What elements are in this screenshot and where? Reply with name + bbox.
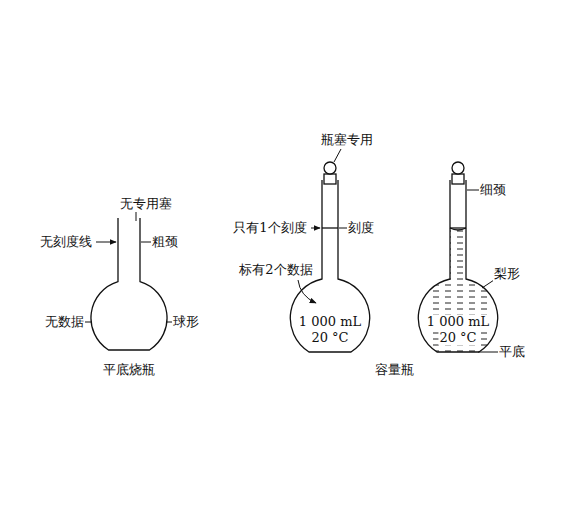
part-label: 无数据	[44, 315, 85, 330]
leader-arrow	[298, 280, 316, 303]
part-label: 球形	[172, 315, 200, 330]
part-label: 无专用塞	[119, 197, 173, 212]
part-label: 瓶塞专用	[320, 133, 374, 148]
leader-arrow	[96, 242, 116, 243]
stopper-knob	[452, 162, 464, 174]
graduation-mark	[450, 227, 466, 228]
volumetric-flask	[418, 180, 497, 352]
part-label: 平底	[498, 345, 526, 360]
leader-line	[467, 190, 479, 191]
stopper-plug	[452, 174, 464, 184]
figure-caption: 平底烧瓶	[102, 363, 156, 378]
part-label: 细颈	[479, 183, 507, 198]
leader-arrow	[311, 228, 320, 229]
figure-caption: 容量瓶	[374, 363, 415, 378]
part-label: 只有1个刻度	[232, 221, 307, 236]
leader-line	[85, 322, 92, 323]
leader-line	[136, 212, 137, 221]
graduation-mark	[322, 227, 338, 228]
stopper-knob	[324, 162, 336, 174]
leader-line	[334, 149, 341, 162]
part-label: 无刻度线	[39, 235, 93, 250]
flask-marking: 20 °C	[438, 331, 477, 346]
leader-line	[339, 228, 347, 229]
part-label: 刻度	[347, 221, 375, 236]
part-label: 标有2个数据	[238, 263, 313, 278]
part-label: 梨形	[493, 267, 521, 282]
flask-marking: 1 000 mL	[426, 315, 490, 330]
flask-marking: 20 °C	[310, 331, 349, 346]
meniscus	[450, 228, 466, 230]
leader-lines	[85, 149, 498, 352]
liquid	[430, 228, 490, 354]
part-label: 粗颈	[151, 235, 179, 250]
stopper-plug	[324, 174, 336, 184]
leader-line	[141, 242, 151, 243]
leader-line	[478, 352, 498, 353]
flask-marking: 1 000 mL	[298, 315, 362, 330]
